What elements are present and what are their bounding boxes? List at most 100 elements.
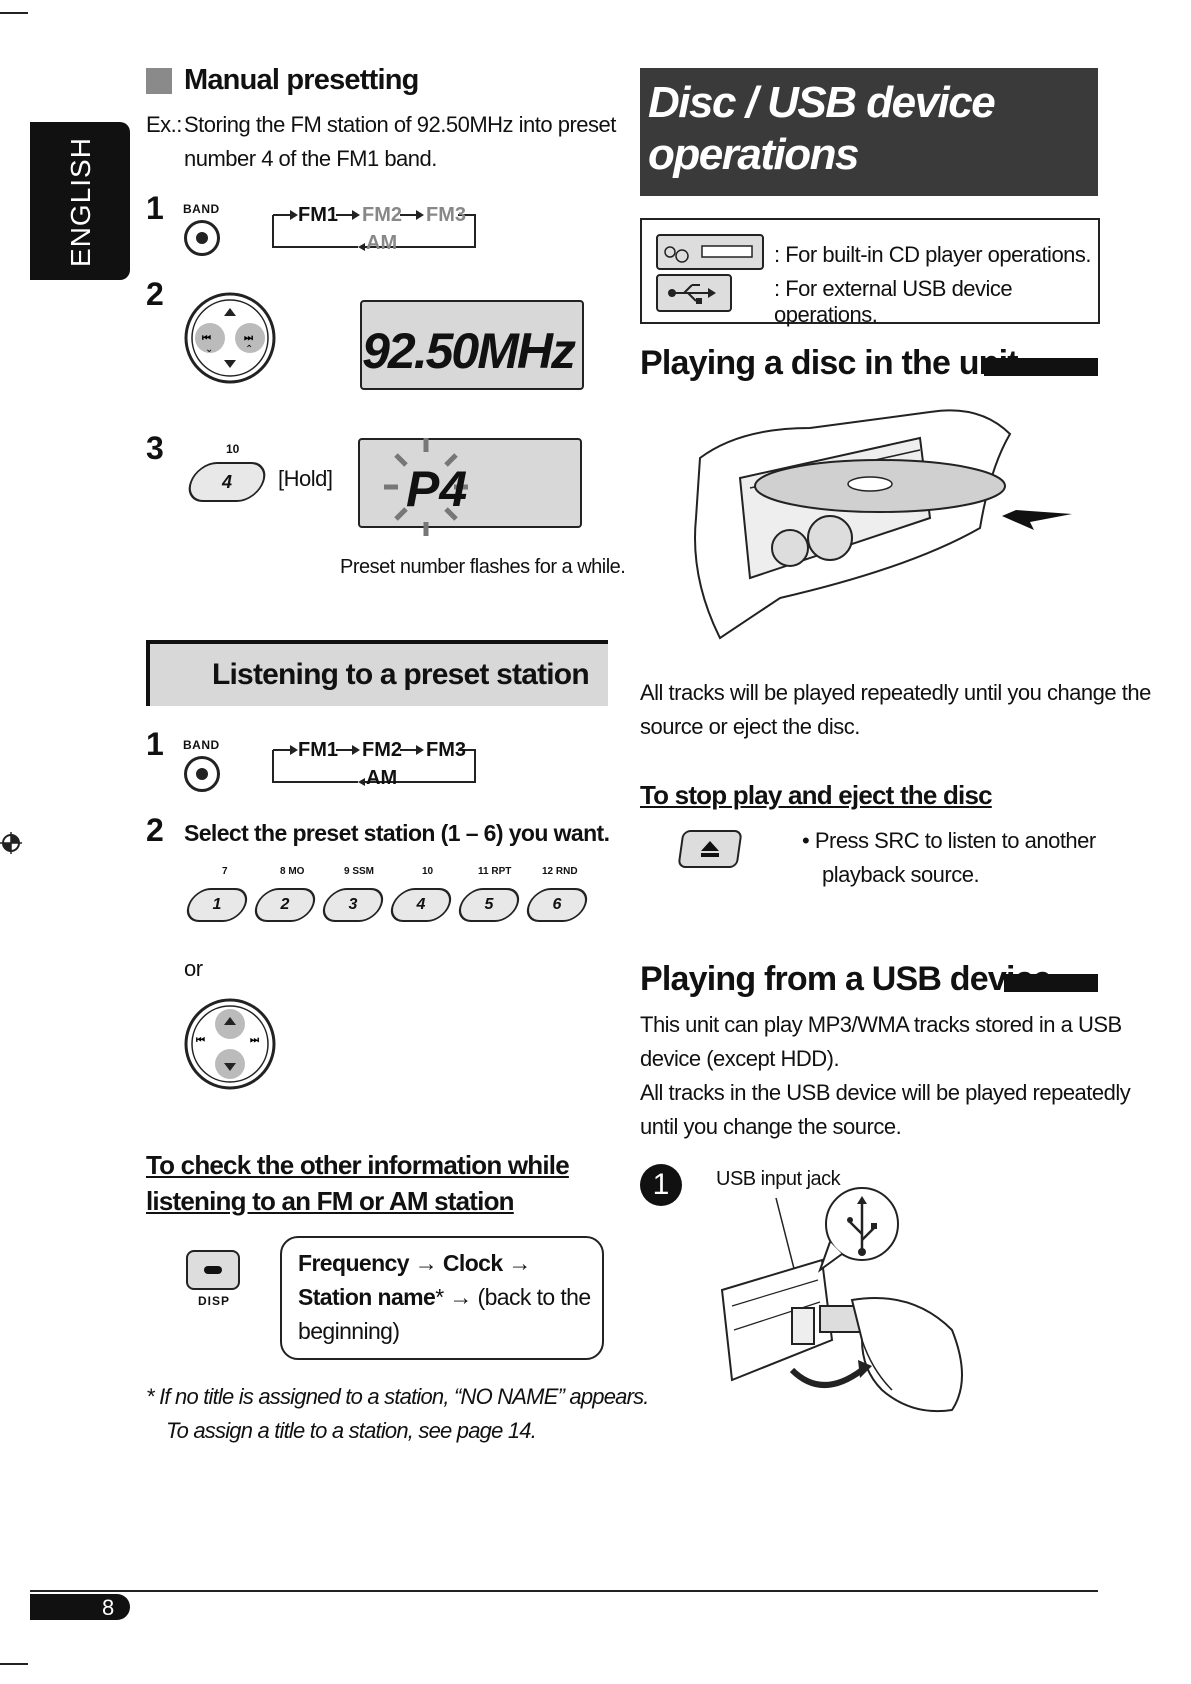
heading-bar <box>984 358 1098 376</box>
step-number: 2 <box>146 276 164 312</box>
band-label: BAND <box>183 202 220 216</box>
usb-jack-label: USB input jack <box>716 1168 841 1190</box>
preset-key-top-label: 10 <box>226 442 240 456</box>
preset-2-button[interactable]: 2 <box>249 888 321 922</box>
band-button[interactable] <box>184 220 220 256</box>
disc-paragraph-line1: All tracks will be played repeatedly unt… <box>640 680 1151 705</box>
control-dial-icon[interactable]: ⏮ ⏭ ⌄ ⌃ <box>182 290 278 386</box>
crop-mark <box>0 1663 28 1665</box>
preset-5-top: 11 RPT <box>478 866 512 877</box>
svg-text:⌄: ⌄ <box>205 344 213 355</box>
preset-6-top: 12 RND <box>542 866 578 877</box>
page-number-tab: 8 <box>30 1594 130 1620</box>
preset-button-row: 7 8 MO 9 SSM 10 11 RPT 12 RND 1 2 3 4 5 … <box>181 866 604 926</box>
station-name-label: Station name <box>298 1284 436 1310</box>
info-sequence-line2: Station name* → (back to the <box>298 1284 591 1311</box>
preset-4-button[interactable]: 4 <box>182 462 272 502</box>
step-number: 1 <box>146 190 164 226</box>
language-tab: ENGLISH <box>30 122 130 280</box>
svg-text:⏭: ⏭ <box>244 333 253 344</box>
disp-label: DISP <box>198 1294 231 1308</box>
step-number: 1 <box>146 726 164 762</box>
cd-icon <box>656 234 764 270</box>
info-sequence-line2-rest: * → (back to the <box>435 1284 591 1310</box>
step2-instruction: Select the preset station (1 – 6) you wa… <box>184 820 610 846</box>
preset-1-top: 7 <box>222 866 228 877</box>
heading-bar <box>1004 974 1098 992</box>
preset-5-number: 5 <box>484 896 494 913</box>
preset-4-button[interactable]: 4 <box>385 888 457 922</box>
frequency-text: 92.50MHz <box>362 323 576 379</box>
page-number: 8 <box>102 1595 115 1620</box>
preset-4-number: 4 <box>416 896 426 913</box>
registration-mark-icon <box>0 832 22 854</box>
usb-description: : For external USB device operations. <box>774 276 1013 327</box>
am-label: AM <box>366 767 398 789</box>
preset-1-button[interactable]: 1 <box>181 888 253 922</box>
preset-3-number: 3 <box>348 896 358 913</box>
fm3-label: FM3 <box>426 204 466 226</box>
band-label: BAND <box>183 738 220 752</box>
am-label: AM <box>366 232 398 254</box>
listening-heading: Listening to a preset station <box>212 658 590 691</box>
info-sequence-box: Frequency → Clock → Station name* → (bac… <box>280 1236 604 1360</box>
manual-presetting-heading: Manual presetting <box>184 64 419 96</box>
check-info-heading-line1: To check the other information while <box>146 1150 570 1180</box>
usb-icon <box>656 274 732 312</box>
band-button[interactable] <box>184 756 220 792</box>
control-dial-icon[interactable]: ⏮ ⏭ <box>182 996 278 1092</box>
footnote-line1: * If no title is assigned to a station, … <box>146 1384 649 1409</box>
fm2-label: FM2 <box>362 204 402 226</box>
disc-paragraph-line2: source or eject the disc. <box>640 714 860 739</box>
band-cycle-diagram <box>272 745 476 786</box>
crop-mark <box>0 12 28 14</box>
example-line-1: Storing the FM station of 92.50MHz into … <box>184 112 616 137</box>
eject-button[interactable] <box>677 830 743 868</box>
preset-3-top: 9 SSM <box>344 866 375 877</box>
flash-burst-icon <box>384 438 468 536</box>
language-label: ENGLISH <box>65 137 96 267</box>
usb-step-badge: 1 <box>640 1164 682 1206</box>
section-marker <box>146 68 172 94</box>
preset-flash-note: Preset number flashes for a while. <box>340 556 626 578</box>
playing-disc-heading: Playing a disc in the unit <box>640 344 1019 382</box>
frequency-display: 92.50MHz <box>360 300 584 390</box>
svg-text:⌃: ⌃ <box>245 344 253 355</box>
disc-usb-title-box: Disc / USB device operations <box>640 68 1098 196</box>
disc-usb-title-line1: Disc / USB device <box>648 78 996 127</box>
svg-text:⏭: ⏭ <box>250 1035 259 1046</box>
preset-6-button[interactable]: 6 <box>521 888 593 922</box>
preset-display: P4 <box>358 438 582 536</box>
usb-paragraph-line2: device (except HDD). <box>640 1046 840 1071</box>
playing-usb-heading: Playing from a USB device <box>640 960 1052 998</box>
cd-description: : For built-in CD player operations. <box>774 242 1092 267</box>
band-cycle-diagram <box>272 210 476 251</box>
svg-text:⏮: ⏮ <box>202 333 211 344</box>
footnote-line2: To assign a title to a station, see page… <box>166 1418 537 1443</box>
info-sequence-line1: Frequency → Clock → <box>298 1250 531 1276</box>
preset-6-number: 6 <box>552 896 562 913</box>
usb-step-number: 1 <box>652 1168 670 1201</box>
source-legend-box: : For built-in CD player operations. : F… <box>640 218 1100 327</box>
step-number: 3 <box>146 430 164 466</box>
check-info-heading-line2: listening to an FM or AM station <box>146 1186 515 1216</box>
listening-heading-box: Listening to a preset station <box>146 640 608 706</box>
disc-insert-illustration <box>694 409 1072 640</box>
usb-paragraph-line1: This unit can play MP3/WMA tracks stored… <box>640 1012 1122 1037</box>
hold-label: [Hold] <box>278 466 333 491</box>
preset-3-button[interactable]: 3 <box>317 888 389 922</box>
stop-bullet-line1: • Press SRC to listen to another <box>802 828 1096 853</box>
preset-4-top: 10 <box>422 866 434 877</box>
fm1-label: FM1 <box>298 739 338 761</box>
info-sequence-line3: beginning) <box>298 1318 400 1344</box>
preset-4-number: 4 <box>221 472 232 492</box>
disp-button[interactable] <box>186 1250 240 1290</box>
preset-display-text: P4 <box>406 461 468 517</box>
step-number: 2 <box>146 812 164 848</box>
preset-5-button[interactable]: 5 <box>453 888 525 922</box>
preset-2-top: 8 MO <box>280 866 305 877</box>
fm2-label: FM2 <box>362 739 402 761</box>
usb-plug-illustration <box>720 1187 963 1413</box>
example-prefix: Ex.: <box>146 112 182 137</box>
usb-paragraph-line3: All tracks in the USB device will be pla… <box>640 1080 1131 1105</box>
